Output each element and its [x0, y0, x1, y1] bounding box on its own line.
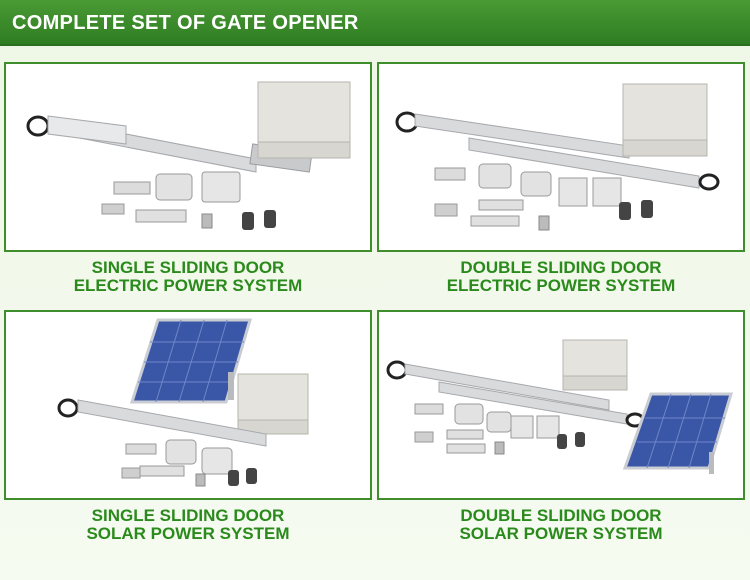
caption-single-electric: SINGLE SLIDING DOOR ELECTRIC POWER SYSTE…	[4, 259, 372, 295]
caption-single-solar: SINGLE SLIDING DOOR SOLAR POWER SYSTEM	[4, 507, 372, 543]
product-panel-double-solar[interactable]	[377, 310, 745, 500]
caption-double-solar: DOUBLE SLIDING DOOR SOLAR POWER SYSTEM	[377, 507, 745, 543]
caption-line2: ELECTRIC POWER SYSTEM	[446, 276, 676, 295]
product-panel-single-electric[interactable]	[4, 62, 372, 252]
caption-line2: ELECTRIC POWER SYSTEM	[73, 276, 303, 295]
caption-line1: SINGLE SLIDING DOOR	[91, 258, 285, 277]
product-panel-double-electric[interactable]	[377, 62, 745, 252]
caption-line1: DOUBLE SLIDING DOOR	[460, 258, 662, 277]
caption-double-electric: DOUBLE SLIDING DOOR ELECTRIC POWER SYSTE…	[377, 259, 745, 295]
product-panel-single-solar[interactable]	[4, 310, 372, 500]
product-photo-double-solar	[386, 339, 734, 474]
product-photo-single-solar	[57, 318, 309, 487]
header-bar: COMPLETE SET OF GATE OPENER	[0, 0, 750, 46]
product-photo-single-electric	[26, 81, 351, 230]
caption-line1: SINGLE SLIDING DOOR	[91, 506, 285, 525]
caption-line1: DOUBLE SLIDING DOOR	[460, 506, 662, 525]
page-title: COMPLETE SET OF GATE OPENER	[12, 12, 359, 34]
product-photo-double-electric	[395, 83, 720, 231]
caption-line2: SOLAR POWER SYSTEM	[86, 524, 290, 543]
caption-line2: SOLAR POWER SYSTEM	[459, 524, 663, 543]
